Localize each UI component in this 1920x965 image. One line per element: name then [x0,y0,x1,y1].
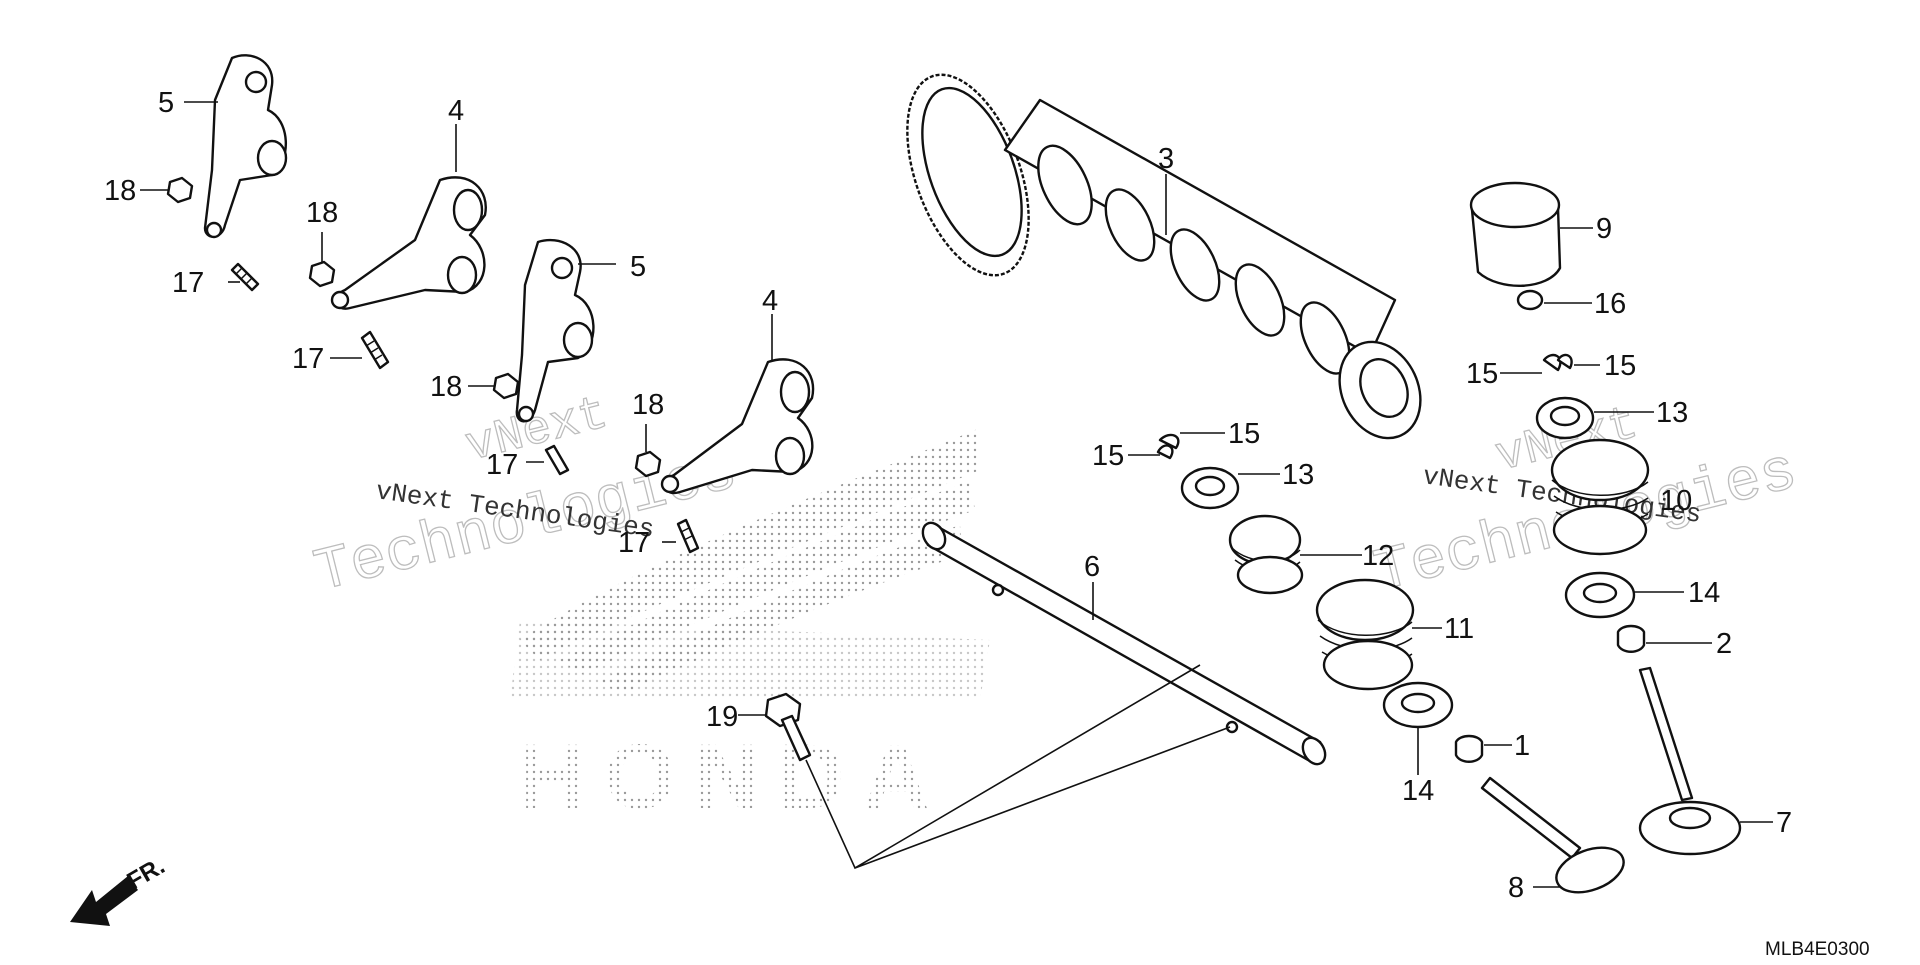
adjust-screw-17-a [230,262,260,292]
front-arrow-icon: FR. [70,852,169,926]
callout-10: 10 [1660,485,1692,517]
callout-1: 1 [1514,730,1530,762]
spring-11 [1315,578,1415,691]
rocker-arm-4-b [660,358,815,495]
honda-wing-logo: HONDA [510,428,990,828]
callout-7: 7 [1776,807,1792,839]
callout-17: 17 [486,449,518,481]
stem-seal-1 [1454,734,1484,763]
valve-cotter-15-b [1542,353,1573,372]
callout-18: 18 [104,175,136,207]
nut-18-c [492,372,520,400]
nut-18-b [308,260,336,288]
callout-18: 18 [306,197,338,229]
rocker-arm-5-a [203,54,288,239]
callout-14: 14 [1688,577,1720,609]
spring-12 [1228,514,1304,595]
adjust-screw-17-c [544,444,570,476]
callout-12: 12 [1362,540,1394,572]
callout-17: 17 [172,267,204,299]
callout-15: 15 [1466,358,1498,390]
exhaust-valve-7 [1638,666,1742,856]
callout-5: 5 [630,251,646,283]
valve-cotter-15-a [1156,433,1180,460]
callout-labels: 5 4 18 18 17 17 5 4 18 18 17 17 3 6 19 1… [104,87,1792,904]
callout-13: 13 [1656,397,1688,429]
honda-logo-text: HONDA [520,726,947,828]
callout-16: 16 [1594,288,1626,320]
callout-17: 17 [618,527,650,559]
bolt-to-shaft-leader [805,664,1231,870]
callout-18: 18 [430,371,462,403]
callout-9: 9 [1596,213,1612,245]
callout-15: 15 [1228,418,1260,450]
callout-4: 4 [448,95,464,127]
callout-3: 3 [1158,143,1174,175]
callout-14: 14 [1402,775,1434,807]
callout-17: 17 [292,343,324,375]
callout-2: 2 [1716,628,1732,660]
rocker-arm-4-a [330,176,487,310]
callout-15: 15 [1092,440,1124,472]
retainer-13-a [1180,466,1240,510]
intake-valve-8 [1480,776,1625,894]
rocker-arm-5-b [515,238,595,423]
callout-8: 8 [1508,872,1524,904]
callout-11: 11 [1444,613,1474,645]
adjust-screw-17-b [360,330,390,370]
callout-4: 4 [762,285,778,317]
callout-6: 6 [1084,551,1100,583]
callout-19: 19 [706,701,738,733]
nut-18-d [634,450,662,478]
callout-5: 5 [158,87,174,119]
callout-15: 15 [1604,350,1636,382]
stem-seal-2 [1616,624,1646,653]
spring-10 [1550,438,1650,556]
shim-16 [1516,289,1544,311]
leader-lines [140,101,1773,888]
spring-seat-14-b [1564,571,1636,619]
rocker-shaft-6 [921,521,1327,766]
camshaft-3 [906,73,1422,440]
callout-13: 13 [1282,459,1314,491]
adjust-screw-17-d [676,518,700,554]
nut-18-a [166,176,194,204]
bolt-19 [764,692,812,762]
callout-18: 18 [632,389,664,421]
spring-seat-14-a [1382,681,1454,729]
catalog-code: MLB4E0300 [1765,939,1870,960]
retainer-13-b [1535,396,1595,440]
tappet-9 [1469,181,1562,288]
